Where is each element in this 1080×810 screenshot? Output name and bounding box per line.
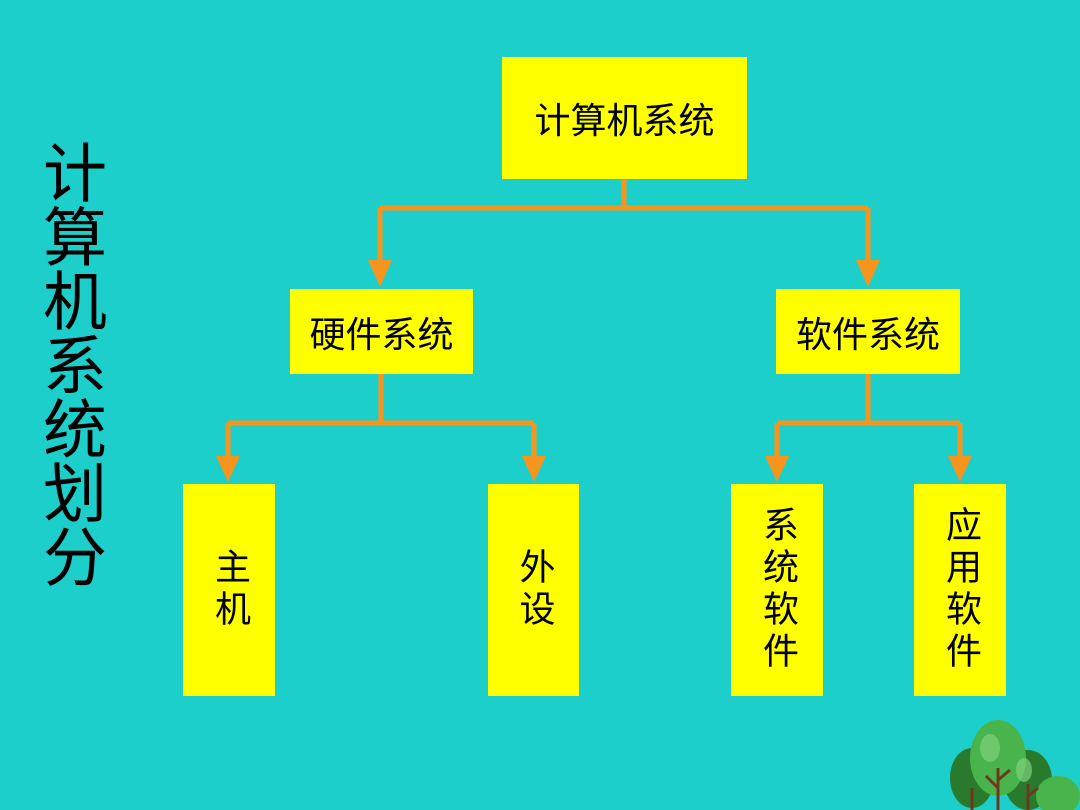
connector-software (774, 374, 963, 458)
node-application-software-label: 应用软件 (940, 506, 981, 674)
arrowhead (522, 456, 546, 482)
node-hardware: 硬件系统 (290, 289, 473, 374)
node-peripheral: 外设 (488, 484, 579, 696)
node-host: 主机 (183, 484, 275, 696)
side-title: 计算机系统划分 (32, 140, 106, 588)
connector-root (377, 180, 871, 262)
node-system-software: 系统软件 (731, 484, 823, 696)
node-system-software-label: 系统软件 (757, 506, 798, 674)
trees-decoration-icon (950, 720, 1080, 810)
node-root: 计算机系统 (502, 57, 747, 179)
node-hardware-label: 硬件系统 (309, 314, 454, 356)
arrowhead (368, 260, 392, 287)
connector-hardware (225, 374, 537, 458)
node-root-label: 计算机系统 (534, 101, 715, 142)
arrowhead (948, 456, 972, 482)
arrowhead (216, 456, 240, 482)
arrowhead (856, 260, 880, 287)
node-peripheral-label: 外设 (513, 548, 555, 632)
node-software-label: 软件系统 (795, 314, 940, 356)
node-host-label: 主机 (209, 548, 250, 632)
arrowhead (765, 456, 789, 482)
node-software: 软件系统 (776, 289, 960, 374)
node-application-software: 应用软件 (914, 484, 1006, 696)
